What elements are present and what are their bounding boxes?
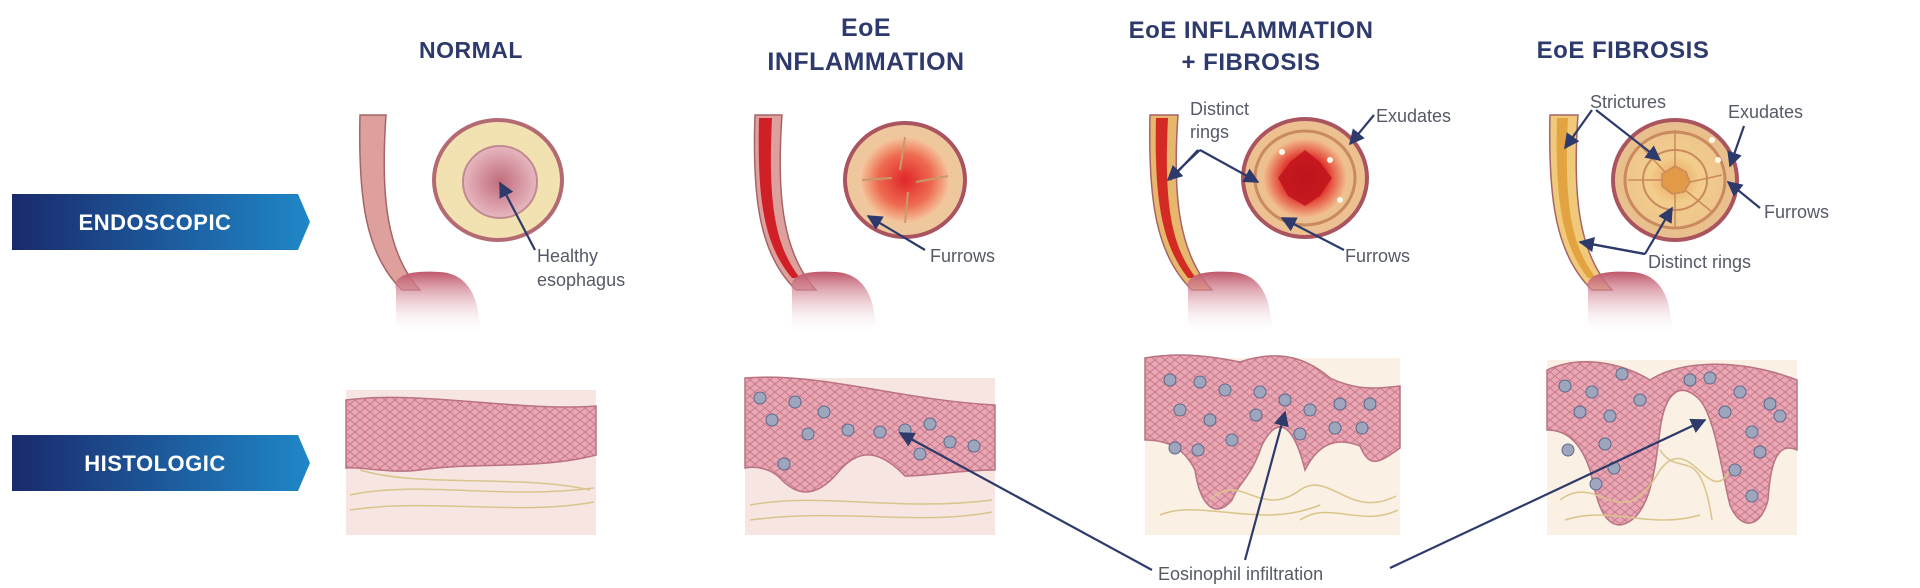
esophagus-side-view-inflammation xyxy=(753,114,876,335)
annotation-distinct-rings-fibrosis: Distinct rings xyxy=(1648,252,1751,272)
annotation-distinct-rings-line2: rings xyxy=(1190,122,1229,142)
annotation-healthy-line1: Healthy xyxy=(537,246,598,266)
endoscopic-view-inflammation-fibrosis xyxy=(1241,117,1369,239)
annotation-exudates-fibrosis: Exudates xyxy=(1728,102,1803,122)
endoscopic-row-label: ENDOSCOPIC xyxy=(79,210,232,235)
column-title-inflammation-fibrosis-line2: + FIBROSIS xyxy=(1181,49,1320,76)
annotation-eosinophil-infiltration: Eosinophil infiltration xyxy=(1158,564,1323,584)
annotation-healthy-line2: esophagus xyxy=(537,270,625,290)
column-title-inflammation-fibrosis-line1: EoE INFLAMMATION xyxy=(1129,17,1374,44)
histology-inflammation-fibrosis xyxy=(1144,354,1401,535)
annotation-furrows-inflammation-fibrosis: Furrows xyxy=(1345,246,1410,266)
annotation-exudates-inflammation-fibrosis: Exudates xyxy=(1376,106,1451,126)
esophagus-side-view-inflammation-fibrosis xyxy=(1148,114,1272,335)
endoscopic-view-normal xyxy=(432,118,564,242)
histologic-row-banner: HISTOLOGIC xyxy=(12,435,310,491)
column-title-inflammation-line1: EoE xyxy=(841,14,891,42)
leader-lines xyxy=(499,109,1761,571)
eosinophil-cells xyxy=(753,367,1787,503)
annotation-furrows-fibrosis: Furrows xyxy=(1764,202,1829,222)
histology-inflammation xyxy=(744,376,996,535)
annotation-furrows-inflammation: Furrows xyxy=(930,246,995,266)
esophagus-side-view-fibrosis xyxy=(1548,114,1672,335)
histology-normal xyxy=(345,390,597,535)
histologic-row-label: HISTOLOGIC xyxy=(84,451,226,476)
annotation-distinct-rings-line1: Distinct xyxy=(1190,99,1249,119)
endoscopic-row-banner: ENDOSCOPIC xyxy=(12,194,310,250)
esophagus-side-view-normal xyxy=(358,114,480,335)
column-title-inflammation-line2: INFLAMMATION xyxy=(767,48,964,76)
endoscopic-view-inflammation xyxy=(843,121,967,239)
column-title-normal: NORMAL xyxy=(419,37,523,63)
annotation-strictures: Strictures xyxy=(1590,92,1666,112)
column-title-fibrosis: EoE FIBROSIS xyxy=(1537,37,1710,64)
